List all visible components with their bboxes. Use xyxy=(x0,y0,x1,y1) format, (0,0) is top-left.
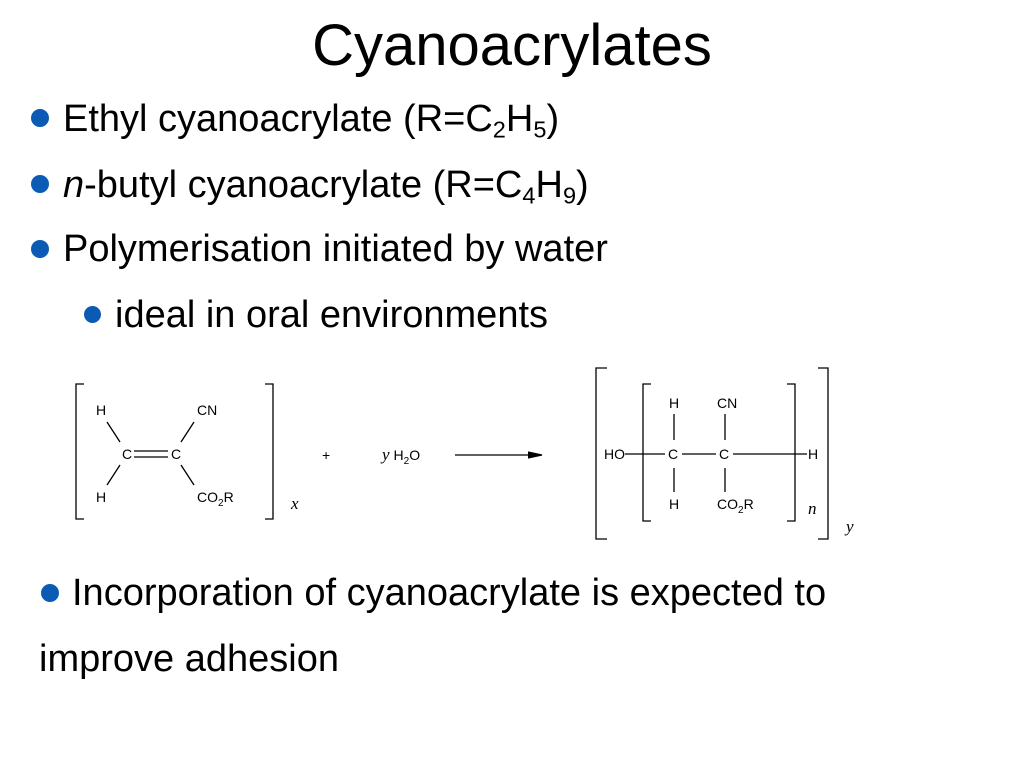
bullet-text: Ethyl cyanoacrylate (R=C xyxy=(63,98,493,140)
bullet-polymerisation: Polymerisation initiated by water xyxy=(63,228,608,270)
polymer-outer-left-bracket xyxy=(595,367,607,540)
polymer-inner-right-bracket xyxy=(787,383,796,522)
bond xyxy=(106,421,121,443)
bullet-incorporation-line1: Incorporation of cyanoacrylate is expect… xyxy=(72,572,827,614)
monomer-left-bracket xyxy=(75,383,84,520)
polymer-c2: C xyxy=(719,446,729,462)
monomer-ester: CO2R xyxy=(197,489,234,509)
sub-bullet-oral: ideal in oral environments xyxy=(115,294,549,336)
bullet-incorporation-line2: improve adhesion xyxy=(39,638,339,680)
bullet-text: ) xyxy=(546,98,560,140)
monomer-c1: C xyxy=(122,446,132,462)
subscript: 9 xyxy=(562,182,577,209)
monomer-cn: CN xyxy=(197,402,217,418)
polymer-c1: C xyxy=(668,446,678,462)
monomer-h-top: H xyxy=(96,402,106,418)
slide-title: Cyanoacrylates xyxy=(312,13,712,78)
bullet-dot xyxy=(31,109,49,127)
sub-bullet-dot xyxy=(84,306,101,323)
monomer-right-bracket xyxy=(265,383,274,520)
polymer-subscript-n: n xyxy=(808,499,817,518)
bullet-dot xyxy=(41,584,59,602)
polymer-cn: CN xyxy=(717,395,737,411)
plus-sign: + xyxy=(322,447,330,463)
polymer-ho: HO xyxy=(604,446,625,462)
subscript: 2 xyxy=(492,116,506,143)
arrow-head xyxy=(527,451,543,459)
monomer-subscript-x: x xyxy=(290,494,299,513)
bullet-ethyl: Ethyl cyanoacrylate (R=C2H5) xyxy=(63,95,559,143)
bond xyxy=(106,464,121,486)
bullet-dot xyxy=(31,240,49,258)
bond xyxy=(180,421,195,443)
polymer-inner-left-bracket xyxy=(642,383,651,522)
subscript: 5 xyxy=(533,116,547,143)
monomer-c2: C xyxy=(171,446,181,462)
bullet-butyl: n-butyl cyanoacrylate (R=C4H9) xyxy=(63,161,589,209)
bullet-dot xyxy=(31,175,49,193)
bullet-text: H xyxy=(505,98,534,140)
polymer-h-top: H xyxy=(669,395,679,411)
polymer-h-end: H xyxy=(808,446,818,462)
italic-prefix: n xyxy=(63,164,85,206)
bond xyxy=(180,464,195,486)
polymer-outer-right-bracket xyxy=(818,367,829,540)
monomer-h-bottom: H xyxy=(96,489,106,505)
bullet-text: H xyxy=(535,164,563,206)
polymer-subscript-y: y xyxy=(844,517,854,536)
subscript: 4 xyxy=(522,182,536,209)
bullet-text: ) xyxy=(576,164,589,206)
polymer-h-bottom: H xyxy=(669,496,679,512)
bullet-text: -butyl cyanoacrylate (R=C xyxy=(84,164,523,206)
polymer-ester: CO2R xyxy=(717,496,754,516)
